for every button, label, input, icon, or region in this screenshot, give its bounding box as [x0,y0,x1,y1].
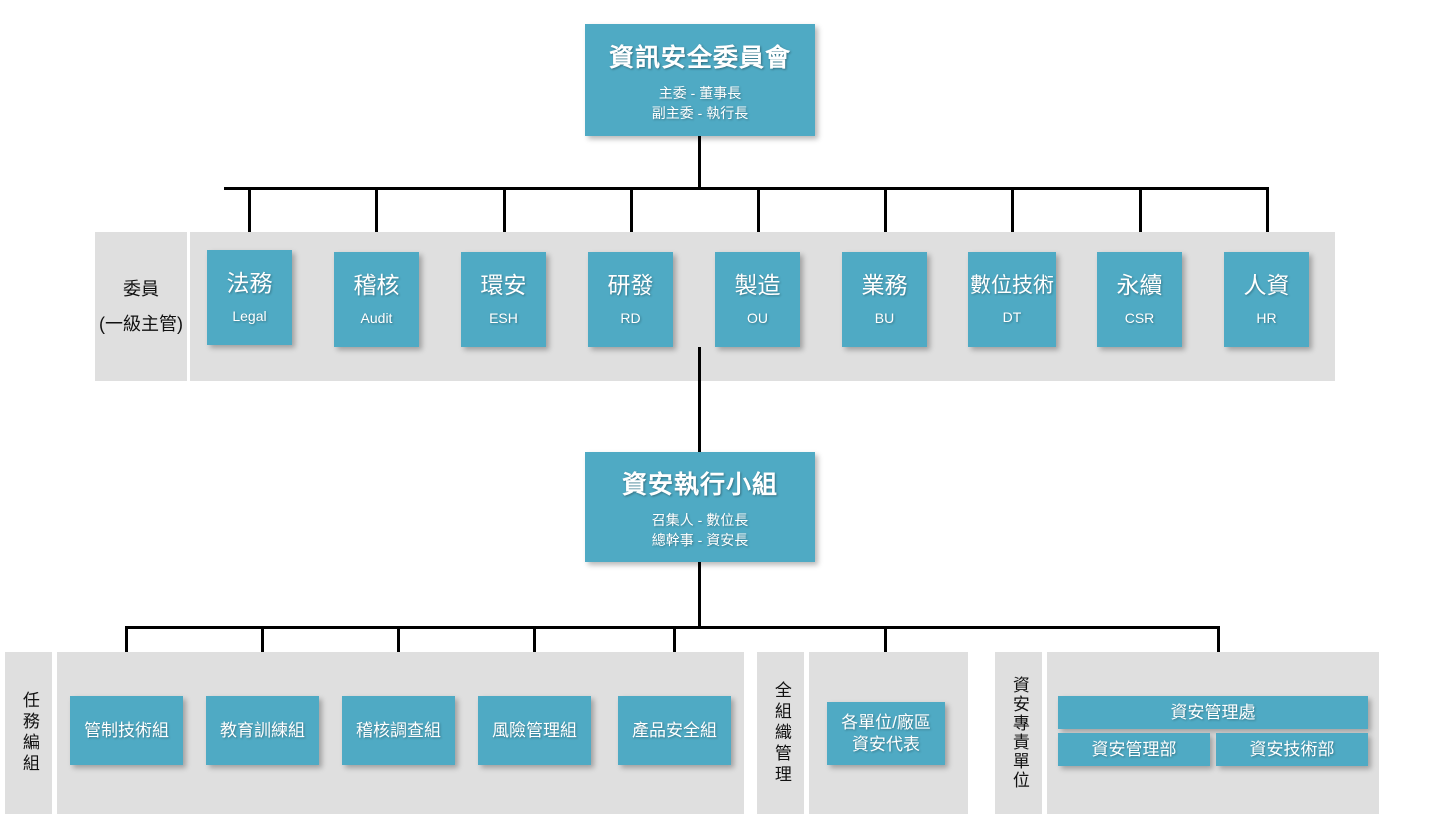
task-box-product-safety[interactable]: 產品安全組 [618,696,731,765]
org-wide-label-text: 全組織管理 [771,680,791,786]
member-name-en: CSR [1124,310,1155,327]
task-box-label: 教育訓練組 [220,720,305,740]
members-label-line-1: 委員 [123,279,159,300]
member-box-legal[interactable]: 法務 Legal [207,250,292,345]
org-wide-representative-box[interactable]: 各單位/廠區 資安代表 [827,702,945,765]
member-box-dt[interactable]: 數位技術 DT [968,252,1056,347]
member-name-cn: 製造 [734,272,781,299]
connector-drop-audit [375,187,378,252]
dedicated-unit-label: 資安專責單位 [995,652,1042,814]
member-box-audit[interactable]: 稽核 Audit [334,252,419,347]
dedicated-unit-head-box[interactable]: 資安管理處 [1058,696,1368,729]
org-wide-box-line-1: 各單位/廠區 [841,713,931,733]
dedicated-unit-head-label: 資安管理處 [1170,702,1256,722]
dedicated-unit-sub-label: 資安技術部 [1249,739,1335,759]
member-box-esh[interactable]: 環安 ESH [461,252,546,347]
connector-drop-dt [1011,187,1014,252]
member-name-en: RD [620,310,641,327]
committee-box[interactable]: 資訊安全委員會 主委 - 董事長 副主委 - 執行長 [585,24,815,136]
member-name-en: DT [1002,308,1022,325]
member-name-cn: 稽核 [353,272,400,299]
member-name-cn: 永續 [1116,272,1163,299]
member-name-en: Legal [232,308,267,325]
member-name-cn: 研發 [607,272,654,299]
member-box-ou[interactable]: 製造 OU [715,252,800,347]
member-name-en: ESH [489,310,518,327]
member-name-en: OU [747,310,768,327]
dedicated-unit-sub-box-management[interactable]: 資安管理部 [1058,733,1210,766]
task-groups-label: 任務編組 [5,652,52,814]
member-box-rd[interactable]: 研發 RD [588,252,673,347]
task-box-risk-management[interactable]: 風險管理組 [478,696,591,765]
member-name-cn: 數位技術 [970,273,1054,297]
member-name-en: Audit [360,310,393,327]
task-box-label: 管制技術組 [84,720,169,740]
connector-members-bus [224,187,1267,190]
member-name-cn: 法務 [226,270,273,297]
exec-team-sub-line-1: 召集人 - 數位長 [651,511,749,528]
member-box-bu[interactable]: 業務 BU [842,252,927,347]
members-label-line-2: (一級主管) [99,313,183,334]
member-name-en: BU [874,310,895,327]
exec-team-box[interactable]: 資安執行小組 召集人 - 數位長 總幹事 - 資安長 [585,452,815,562]
member-name-cn: 人資 [1243,272,1290,299]
task-box-label: 產品安全組 [632,720,717,740]
connector-drop-rd [630,187,633,252]
connector-drop-bu [884,187,887,252]
exec-team-title: 資安執行小組 [621,470,778,499]
members-band-label: 委員 (一級主管) [95,232,187,381]
dedicated-unit-sub-label: 資安管理部 [1091,739,1177,759]
connector-drop-esh [503,187,506,252]
connector-drop-legal [248,187,251,250]
committee-subtitle: 主委 - 董事長 副主委 - 執行長 [652,83,748,124]
dedicated-unit-sub-box-technology[interactable]: 資安技術部 [1216,733,1368,766]
dedicated-unit-label-text: 資安專責單位 [1009,676,1029,790]
member-name-cn: 環安 [480,272,527,299]
exec-team-sub-line-2: 總幹事 - 資安長 [651,532,749,549]
connector-committee-stem [698,136,701,189]
member-name-en: HR [1256,310,1277,327]
committee-title: 資訊安全委員會 [608,43,791,72]
task-box-audit-investigation[interactable]: 稽核調查組 [342,696,455,765]
member-box-hr[interactable]: 人資 HR [1224,252,1309,347]
task-box-label: 稽核調查組 [356,720,441,740]
member-name-cn: 業務 [861,272,908,299]
exec-team-subtitle: 召集人 - 數位長 總幹事 - 資安長 [652,510,748,551]
org-wide-box-line-2: 資安代表 [852,734,920,754]
org-wide-label: 全組織管理 [757,652,804,814]
connector-drop-ou [757,187,760,252]
member-box-csr[interactable]: 永續 CSR [1097,252,1182,347]
connector-drop-csr [1139,187,1142,252]
task-box-control-tech[interactable]: 管制技術組 [70,696,183,765]
committee-sub-line-1: 主委 - 董事長 [658,84,742,101]
connector-band-to-exec [698,347,701,452]
task-box-label: 風險管理組 [492,720,577,740]
committee-sub-line-2: 副主委 - 執行長 [651,105,749,122]
connector-lower-bus [125,626,1220,629]
task-groups-label-text: 任務編組 [19,691,39,775]
connector-exec-stem [698,562,701,627]
connector-drop-hr [1266,187,1269,252]
task-box-education[interactable]: 教育訓練組 [206,696,319,765]
